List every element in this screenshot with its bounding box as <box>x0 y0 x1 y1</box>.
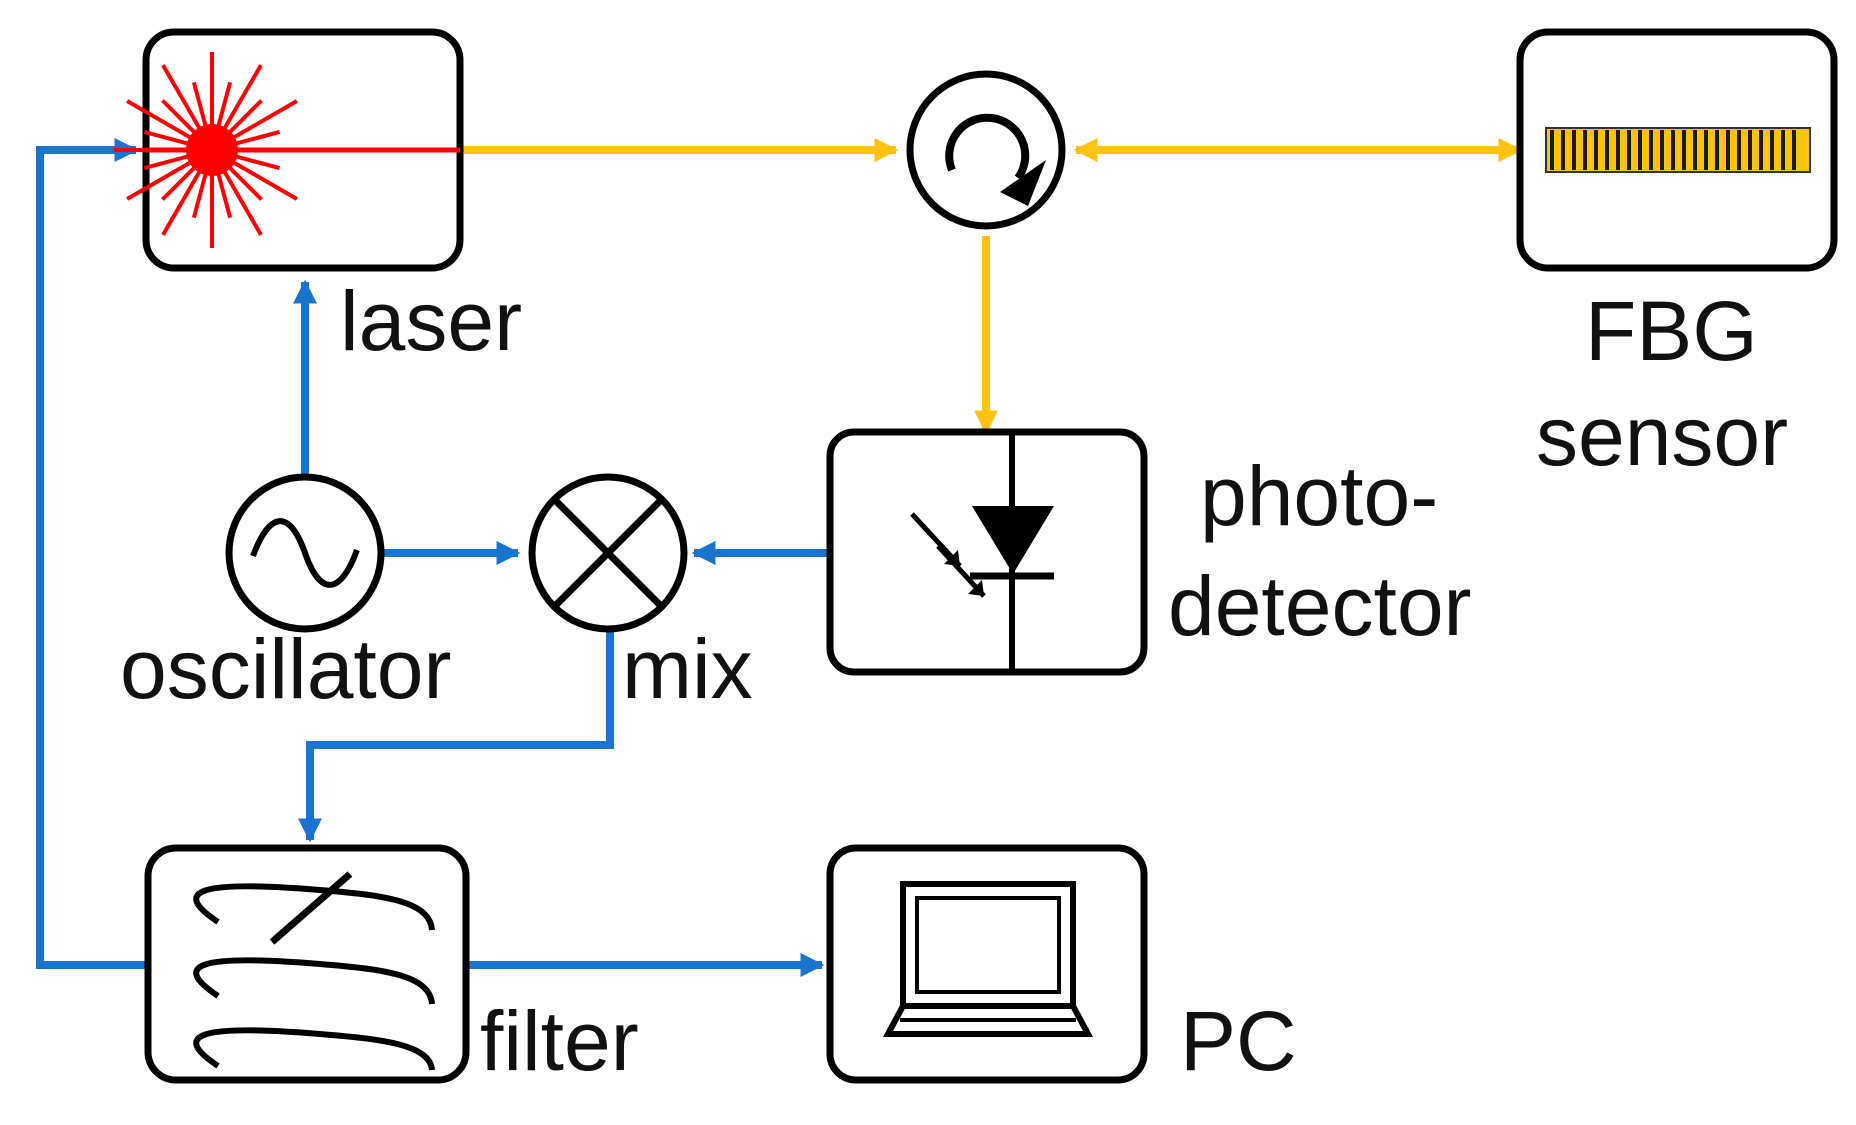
photodetector-label-line1: photo- <box>1200 449 1438 543</box>
mix-label: mix <box>622 622 753 716</box>
fiber-bragg-grating-icon <box>1545 127 1811 173</box>
oscillator-label: oscillator <box>120 622 451 716</box>
laptop-icon <box>882 881 1094 1037</box>
filter-to-laser-connector <box>36 138 148 969</box>
laser-burst-icon <box>114 52 310 248</box>
pc-label: PC <box>1180 994 1297 1088</box>
mixer-to-filter-connector <box>298 628 614 843</box>
fbg-label-line2: sensor <box>1536 389 1788 483</box>
mixer-cross-icon <box>551 496 665 610</box>
sine-wave-icon <box>250 518 360 588</box>
laser-label: laser <box>340 274 522 368</box>
photodetector-block <box>826 428 1148 676</box>
circulator-icon <box>945 113 1046 206</box>
photodiode-icon <box>910 432 1054 672</box>
filter-icon <box>193 871 435 1071</box>
laser-block <box>114 28 464 272</box>
filter-block <box>144 844 470 1084</box>
circulator-block <box>906 70 1066 230</box>
filter-label: filter <box>480 994 639 1088</box>
fbg-sensor-block <box>1516 28 1838 272</box>
oscillator-block <box>225 473 385 633</box>
fbg-label-line1: FBG <box>1585 284 1758 378</box>
photodetector-label-line2: detector <box>1168 559 1472 653</box>
mixer-block <box>528 473 688 633</box>
pc-block <box>826 844 1148 1084</box>
